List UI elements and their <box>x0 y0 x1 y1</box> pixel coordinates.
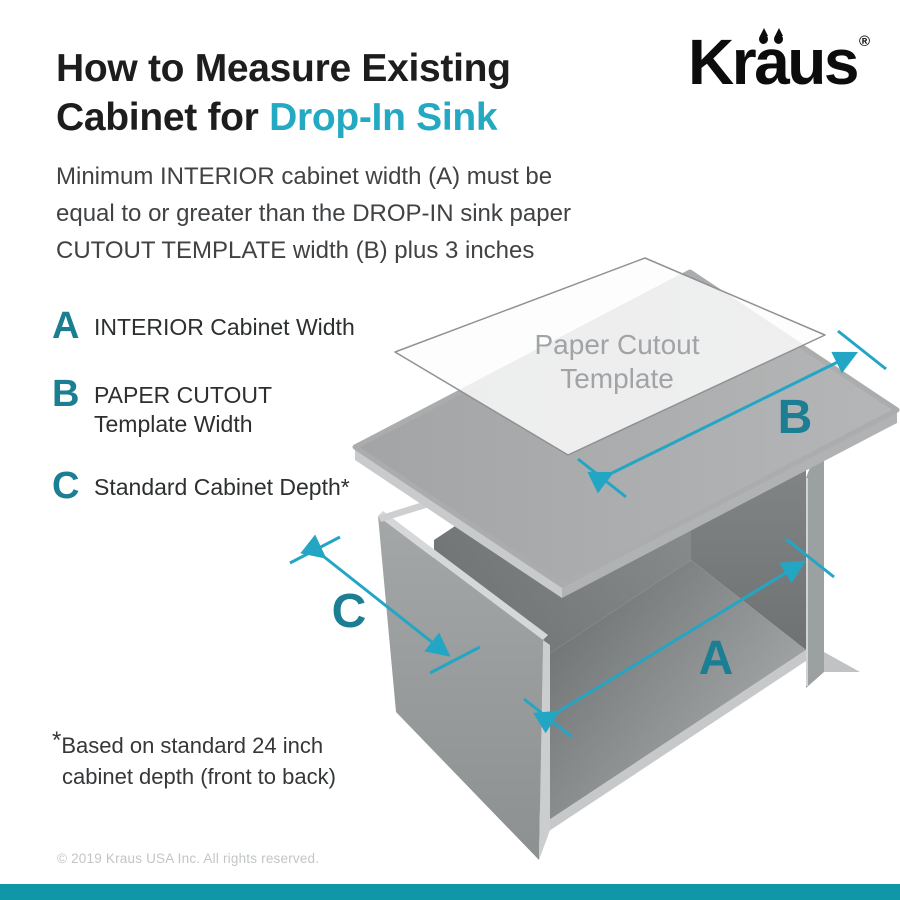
logo-umlaut-a: a <box>754 30 790 94</box>
footnote-line2: cabinet depth (front to back) <box>62 764 336 789</box>
copyright: © 2019 Kraus USA Inc. All rights reserve… <box>57 851 320 866</box>
title-accent: Drop-In Sink <box>269 96 498 139</box>
dimension-arrow-c <box>300 534 451 657</box>
dimension-arrow-b <box>587 351 859 494</box>
logo-text-prefix: Kr <box>688 26 757 98</box>
dimension-arrow-a <box>533 560 806 734</box>
intro-paragraph: Minimum INTERIOR cabinet width (A) must … <box>56 163 571 264</box>
countertop-left-edge <box>355 447 562 598</box>
legend-letter-c: C <box>52 465 80 507</box>
template-label-line1: Paper Cutout <box>535 329 700 360</box>
registered-mark: ® <box>858 33 870 50</box>
footnote: *Based on standard 24 inch cabinet depth… <box>52 727 336 792</box>
water-drop-icon <box>774 34 784 44</box>
dim-a-tick-end <box>785 537 835 579</box>
logo-text-suffix: us <box>787 26 859 98</box>
dimension-label-b: B <box>778 391 813 444</box>
legend-letter-b: B <box>52 373 80 415</box>
dimension-label-a: A <box>699 632 734 685</box>
footnote-line1-text: Based on standard 24 inch <box>61 733 324 758</box>
title-line-2-prefix: Cabinet for <box>56 96 270 139</box>
footer-bar <box>0 884 900 900</box>
legend-row-b: B PAPER CUTOUT Template Width <box>52 374 272 439</box>
legend-letter-a: A <box>52 305 80 347</box>
footnote-line1: *Based on standard 24 inch <box>52 727 336 761</box>
water-drop-icon <box>759 34 769 44</box>
page-title: How to Measure Existing Cabinet for Drop… <box>56 44 511 142</box>
legend-label-b-line2: Template Width <box>94 411 253 437</box>
shelf-right-wedge <box>824 652 860 672</box>
legend-label-a: INTERIOR Cabinet Width <box>94 314 355 340</box>
template-label-line2: Template <box>560 363 674 394</box>
legend-row-c: C Standard Cabinet Depth* <box>52 466 350 506</box>
title-line-1: How to Measure Existing <box>56 47 511 90</box>
legend-row-a: A INTERIOR Cabinet Width <box>52 306 355 346</box>
dim-c-tick-start <box>289 535 341 565</box>
cabinet-right-panel <box>806 452 824 688</box>
dimension-label-c: C <box>332 585 367 638</box>
dim-c-tick-end <box>429 645 481 675</box>
dimension-letters: A B C <box>332 391 813 685</box>
cabinet-diagram: Paper Cutout Template A B C <box>289 257 900 860</box>
legend-label-b: PAPER CUTOUT Template Width <box>94 374 272 439</box>
footnote-asterisk: * <box>52 727 62 754</box>
dimension-arrows <box>289 329 887 739</box>
legend-label-c: Standard Cabinet Depth* <box>94 474 350 500</box>
title-line-2: Cabinet for Drop-In Sink <box>56 93 511 142</box>
legend-label-b-line1: PAPER CUTOUT <box>94 382 273 408</box>
dim-b-tick-end <box>837 329 887 371</box>
